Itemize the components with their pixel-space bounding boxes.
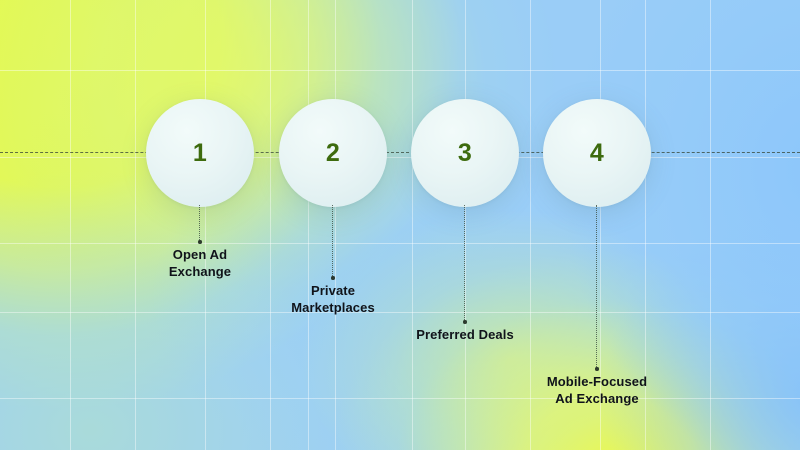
step-leader-endpoint-2 (331, 276, 335, 280)
step-circle-2[interactable]: 2 (279, 99, 387, 207)
step-circle-3[interactable]: 3 (411, 99, 519, 207)
step-circle-4[interactable]: 4 (543, 99, 651, 207)
step-leader-endpoint-3 (463, 320, 467, 324)
step-label-3: Preferred Deals (416, 327, 514, 342)
step-label-4: Mobile-Focused Ad Exchange (546, 374, 648, 406)
step-label-2: Private Marketplaces (291, 283, 375, 315)
step-number: 3 (457, 138, 473, 167)
step-circle-1[interactable]: 1 (146, 99, 254, 207)
step-label-1: Open Ad Exchange (168, 247, 232, 279)
step-number: 2 (325, 138, 341, 167)
step-leader-endpoint-4 (595, 367, 599, 371)
step-leader-endpoint-1 (198, 240, 202, 244)
step-number: 1 (192, 138, 208, 167)
step-number: 4 (589, 138, 605, 167)
